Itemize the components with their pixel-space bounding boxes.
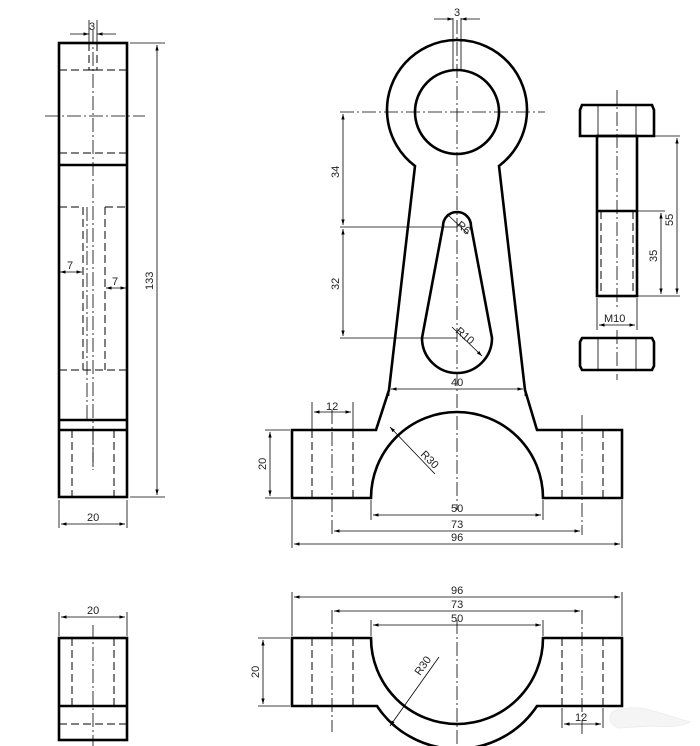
front-base-height-label: 20 [257,458,269,470]
watermark-logo [609,707,692,729]
eye-to-slot-label: 34 [330,166,342,178]
front-arc-span-label: 50 [451,503,463,515]
shank-width-label: 40 [451,377,463,389]
front-slot-width-label: 3 [454,7,460,19]
cap-arc-radius-label: R30 [413,654,434,677]
side-wall-right-label: 7 [112,276,118,288]
front-overall-width-label: 96 [451,532,463,544]
front-view: 3 34 32 R6 R10 40 R30 12 [257,7,624,548]
cap-arc-span-label: 50 [451,613,463,625]
bolt-thread-label: M10 [604,313,625,325]
side-height-label: 133 [144,272,156,290]
bolt-length-label: 55 [664,214,676,226]
side-wall-left-label: 7 [67,260,73,272]
cap-hole-width-label: 12 [575,712,587,724]
cap-view: 96 73 50 R30 20 12 [250,585,624,746]
arc-radius-label: R30 [418,449,441,472]
front-hole-centers-label: 73 [451,519,463,531]
bolt-view: 55 35 M10 [578,90,680,380]
cap-overall-width-label: 96 [451,585,463,597]
cap-side-view: 20 [57,605,129,746]
bolt-thread-length-label: 35 [648,250,660,262]
side-slot-width-label: 3 [89,21,95,33]
cap-height-label: 20 [250,666,262,678]
cap-hole-centers-label: 73 [451,599,463,611]
front-hole-width-label: 12 [326,401,338,413]
slot-length-label: 32 [330,278,342,290]
side-view: 3 133 7 7 20 [45,20,165,528]
side-width-label: 20 [87,512,99,524]
slot-large-radius-label: R10 [453,325,476,347]
cap-side-width-label: 20 [87,605,99,617]
